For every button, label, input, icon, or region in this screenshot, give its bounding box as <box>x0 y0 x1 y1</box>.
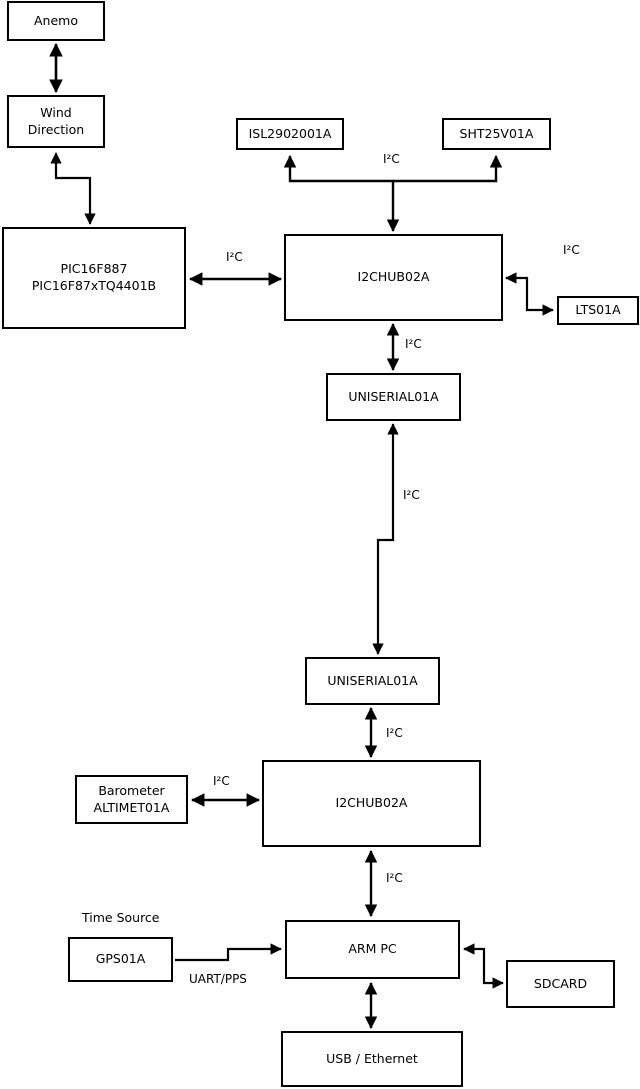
node-barometer-label-line2: ALTIMET01A <box>93 799 170 815</box>
node-wind-direction-label-line1: Wind <box>40 104 72 120</box>
node-uniserial01a-bottom[interactable]: UNISERIAL01A <box>305 657 440 705</box>
node-lts01a-label: LTS01A <box>575 302 621 318</box>
node-i2chub02a-bottom-label: I2CHUB02A <box>335 795 408 811</box>
node-pic-mcu-label-line2: PIC16F87xTQ4401B <box>31 278 157 293</box>
node-sdcard-label: SDCARD <box>533 975 588 991</box>
node-pic-mcu[interactable]: PIC16F887 PIC16F87xTQ4401B <box>2 227 186 329</box>
node-isl2902001a-label: ISL2902001A <box>248 125 332 141</box>
node-i2chub02a-top[interactable]: I2CHUB02A <box>284 234 503 321</box>
wire-gps-armpc <box>175 943 282 962</box>
wire-pic-winddirection <box>50 152 96 225</box>
node-anemo-label: Anemo <box>34 12 78 28</box>
node-anemo[interactable]: Anemo <box>7 1 105 41</box>
node-isl2902001a[interactable]: ISL2902001A <box>236 118 344 150</box>
node-uniserial01a-bottom-label: UNISERIAL01A <box>327 672 418 688</box>
node-i2chub02a-bottom[interactable]: I2CHUB02A <box>262 760 481 847</box>
node-sdcard[interactable]: SDCARD <box>506 960 615 1008</box>
edge-label-hub-to-lts: I²C <box>563 243 580 257</box>
edge-label-barometer-to-hub: I²C <box>213 774 230 788</box>
node-arm-pc-label: ARM PC <box>348 941 397 957</box>
wire-hubtop-sensorbus <box>283 155 400 232</box>
node-barometer-label-line1: Barometer <box>98 782 165 798</box>
node-sht25v01a-label: SHT25V01A <box>459 125 534 141</box>
node-usb-ethernet-label: USB / Ethernet <box>326 1050 418 1066</box>
node-wind-direction[interactable]: Wind Direction <box>7 95 105 148</box>
node-i2chub02a-top-label: I2CHUB02A <box>357 269 430 285</box>
wire-hubtop-lts <box>505 272 554 316</box>
wire-sensorbus-sht <box>393 155 503 183</box>
edge-label-uniserial-link: I²C <box>403 488 420 502</box>
edge-label-pic-to-hub: I²C <box>226 250 243 264</box>
edge-label-hub-to-armpc: I²C <box>386 871 403 885</box>
node-lts01a[interactable]: LTS01A <box>557 296 639 325</box>
node-uniserial01a-top[interactable]: UNISERIAL01A <box>326 373 461 421</box>
node-uniserial01a-top-label: UNISERIAL01A <box>348 388 439 404</box>
edge-label-hub-to-sensors: I²C <box>383 152 400 166</box>
node-usb-ethernet[interactable]: USB / Ethernet <box>281 1031 463 1087</box>
node-sht25v01a[interactable]: SHT25V01A <box>442 118 551 150</box>
edge-label-uniserial-to-hub-bottom: I²C <box>386 726 403 740</box>
node-pic-mcu-label-line1: PIC16F887 <box>60 261 128 277</box>
node-barometer-altimet01a[interactable]: Barometer ALTIMET01A <box>75 775 188 824</box>
edge-label-hub-to-uniserial: I²C <box>405 337 422 351</box>
node-arm-pc[interactable]: ARM PC <box>285 920 460 979</box>
node-gps01a-label: GPS01A <box>95 951 146 967</box>
wire-uniserial-link <box>372 423 399 655</box>
annotation-time-source: Time Source <box>82 910 160 925</box>
node-gps01a[interactable]: GPS01A <box>68 937 173 982</box>
edge-label-gps-to-armpc: UART/PPS <box>189 972 247 986</box>
wire-armpc-sdcard <box>463 943 504 989</box>
node-wind-direction-label-line2: Direction <box>27 121 85 137</box>
